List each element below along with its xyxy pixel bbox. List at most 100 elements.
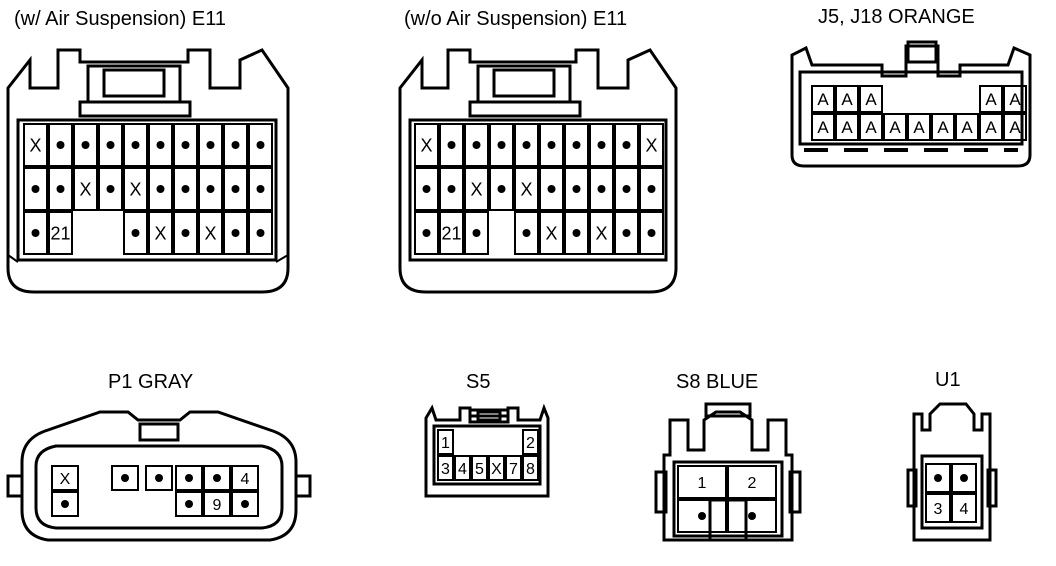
pin-dot-e11-wo-0-5 (547, 141, 556, 149)
pin-dot-u1-0-1 (960, 474, 968, 482)
pin-label-s5-0-5: 2 (526, 435, 535, 452)
cavity-p1-0-6 (231, 465, 259, 491)
pin-dot-e11-wo-0-7 (597, 141, 606, 149)
pin-dot-e11-w-0-6 (181, 141, 190, 149)
cavity-p1-0-4 (175, 465, 203, 491)
pin-dot-e11-wo-2-0 (422, 229, 431, 237)
pin-dot-p1-1-6 (241, 500, 249, 508)
pin-dot-e11-w-0-3 (106, 141, 115, 149)
pin-dot-e11-w-1-6 (181, 185, 190, 193)
cavity-s8-0-0 (677, 465, 727, 499)
pin-dot-p1-0-3 (155, 474, 163, 482)
cavity-e11-w-0-5 (148, 123, 173, 167)
cavity-s5-1-5 (522, 455, 539, 481)
connector-s5 (424, 403, 550, 498)
pin-label-j5-j18-0-1: A (841, 90, 853, 109)
cavity-j5-j18-0-2 (859, 85, 883, 113)
label-e11-w: (w/ Air Suspension) E11 (14, 8, 226, 30)
cavity-j5-j18-0-1 (835, 85, 859, 113)
cavity-s8-1-0 (677, 499, 727, 533)
cavity-e11-w-0-7 (198, 123, 223, 167)
pin-dot-e11-w-0-2 (81, 141, 90, 149)
pin-dot-e11-wo-2-2 (472, 229, 481, 237)
label-j5-j18: J5, J18 ORANGE (818, 6, 975, 28)
cavity-e11-wo-0-7 (589, 123, 614, 167)
cavity-e11-wo-2-9 (639, 211, 664, 255)
cavity-e11-w-2-0 (23, 211, 48, 255)
cavity-e11-w-2-5 (148, 211, 173, 255)
cavity-e11-wo-2-5 (539, 211, 564, 255)
cavity-e11-wo-1-2 (464, 167, 489, 211)
pin-label-j5-j18-1-7: A (985, 118, 997, 137)
label-e11-wo: (w/o Air Suspension) E11 (404, 8, 628, 30)
pin-dot-p1-1-0 (61, 500, 69, 508)
cavity-e11-wo-1-4 (514, 167, 539, 211)
cavity-s5-1-3 (488, 455, 505, 481)
connector-u1 (906, 402, 998, 542)
pin-label-p1-0-0: X (60, 471, 71, 488)
pin-label-j5-j18-1-3: A (889, 118, 901, 137)
cavity-s5-1-0 (437, 455, 454, 481)
cavity-p1-0-2 (111, 465, 139, 491)
cavity-e11-wo-0-8 (614, 123, 639, 167)
pin-label-s5-1-5: 8 (526, 461, 535, 478)
pin-label-s8-0-1: 2 (748, 475, 757, 492)
pin-label-p1-0-6: 4 (241, 471, 250, 488)
cavity-e11-wo-0-6 (564, 123, 589, 167)
pin-dot-e11-wo-2-9 (647, 229, 656, 237)
pin-dot-e11-w-2-0 (31, 229, 40, 237)
pin-label-j5-j18-0-0: A (817, 90, 829, 109)
pin-label-e11-w-1-2: X (79, 179, 91, 199)
connector-e11-w (6, 48, 290, 294)
cavity-e11-wo-1-6 (564, 167, 589, 211)
pin-dot-e11-w-2-6 (181, 229, 190, 237)
cavity-e11-wo-2-6 (564, 211, 589, 255)
cavity-e11-w-2-6 (173, 211, 198, 255)
cavity-e11-wo-0-4 (514, 123, 539, 167)
pin-dot-e11-wo-1-9 (647, 185, 656, 193)
pin-dot-e11-wo-0-2 (472, 141, 481, 149)
pin-dot-e11-wo-1-3 (497, 185, 506, 193)
pin-label-s5-1-3: X (491, 461, 502, 478)
cavity-e11-wo-2-1 (439, 211, 464, 255)
pin-dot-e11-wo-2-8 (622, 229, 631, 237)
cavity-e11-wo-0-5 (539, 123, 564, 167)
label-u1: U1 (935, 369, 961, 391)
cavity-p1-1-0 (51, 491, 79, 517)
cavity-p1-1-5 (203, 491, 231, 517)
cavity-j5-j18-1-1 (835, 113, 859, 141)
cavity-s5-1-2 (471, 455, 488, 481)
cavity-e11-w-0-6 (173, 123, 198, 167)
pin-label-s5-1-2: 5 (475, 461, 484, 478)
cavity-j5-j18-0-7 (979, 85, 1003, 113)
pin-dot-e11-w-1-9 (256, 185, 265, 193)
cavity-e11-w-1-6 (173, 167, 198, 211)
cavity-e11-w-2-8 (223, 211, 248, 255)
pin-dot-e11-w-0-9 (256, 141, 265, 149)
cavity-j5-j18-1-5 (931, 113, 955, 141)
pin-dot-e11-wo-1-6 (572, 185, 581, 193)
cavity-s5-1-4 (505, 455, 522, 481)
pin-label-s5-1-1: 4 (458, 461, 467, 478)
pin-dot-e11-wo-1-7 (597, 185, 606, 193)
cavity-e11-w-1-5 (148, 167, 173, 211)
cavity-e11-w-2-1 (48, 211, 73, 255)
pin-label-e11-w-1-4: X (129, 179, 141, 199)
pin-dot-e11-w-0-7 (206, 141, 215, 149)
pin-dot-e11-wo-0-6 (572, 141, 581, 149)
cavity-j5-j18-1-3 (883, 113, 907, 141)
pin-dot-e11-wo-2-4 (522, 229, 531, 237)
pin-label-e11-wo-2-7: X (595, 223, 607, 243)
pin-dot-e11-wo-1-5 (547, 185, 556, 193)
cavity-e11-w-1-8 (223, 167, 248, 211)
cavity-p1-0-5 (203, 465, 231, 491)
pin-dot-e11-wo-1-8 (622, 185, 631, 193)
cavity-u1-1-0 (925, 493, 951, 523)
cavity-u1-1-1 (951, 493, 977, 523)
pin-label-e11-wo-0-0: X (420, 135, 432, 155)
pin-label-s5-1-4: 7 (509, 461, 518, 478)
cavity-s5-0-5 (522, 429, 539, 455)
cavity-e11-w-0-0 (23, 123, 48, 167)
pin-dot-e11-wo-0-1 (447, 141, 456, 149)
